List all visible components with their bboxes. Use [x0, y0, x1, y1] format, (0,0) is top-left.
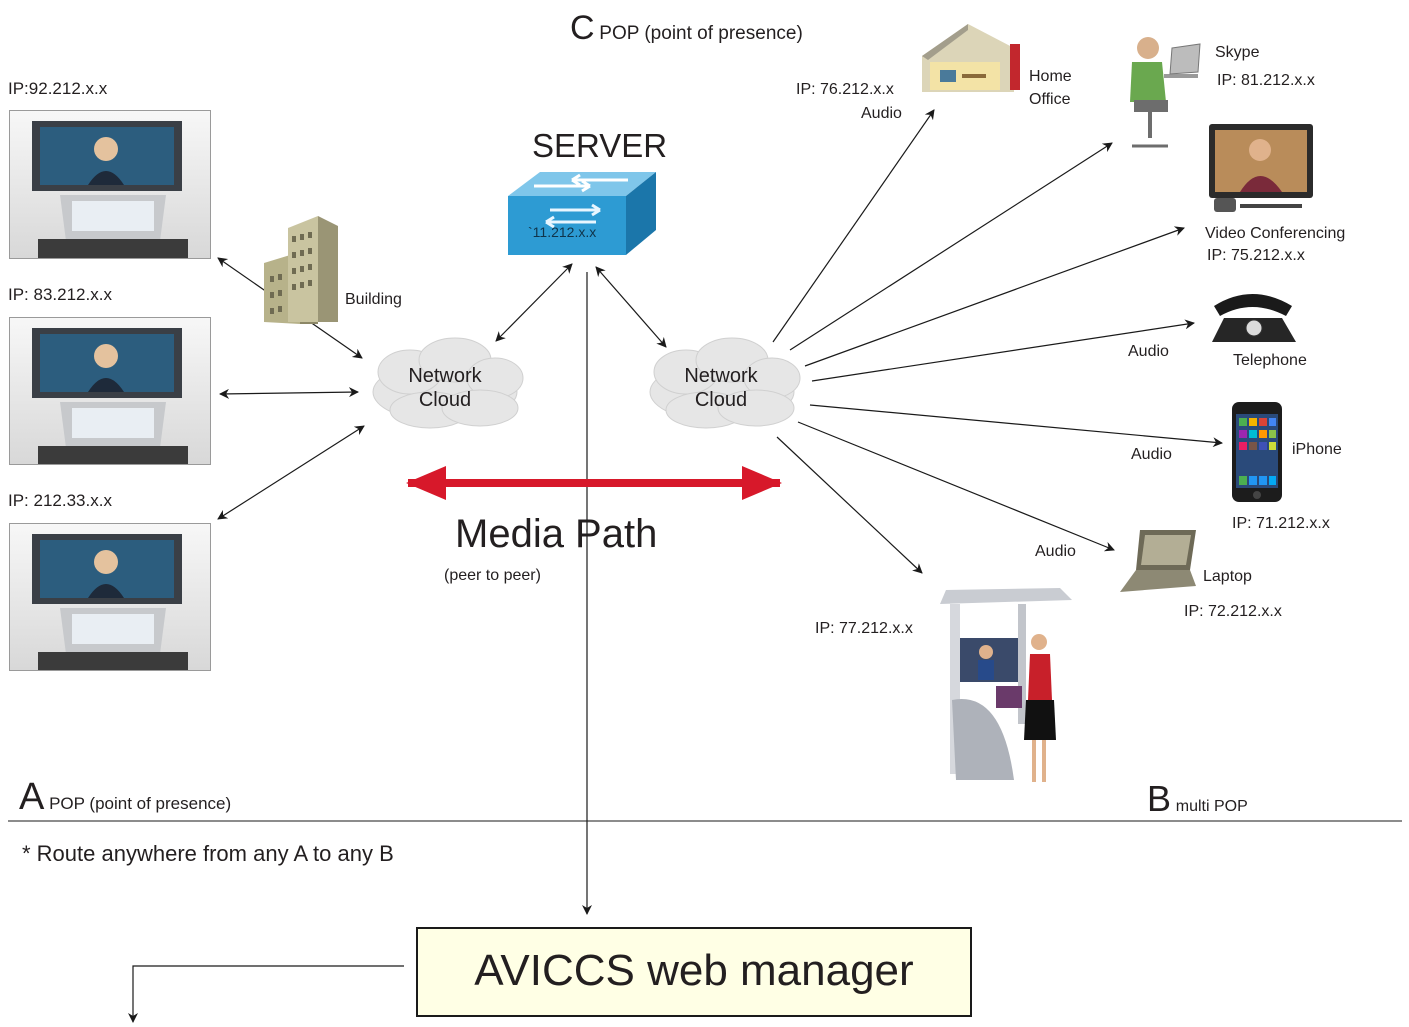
route-note: * Route anywhere from any A to any B	[22, 841, 394, 866]
home-office-audio: Audio	[861, 105, 902, 122]
section-a-label: A POP (point of presence)	[19, 775, 231, 821]
right-cloud-label: Network Cloud	[661, 364, 781, 412]
link-left2-cloud	[219, 387, 359, 399]
home-office-label: Home Office	[1029, 67, 1072, 109]
right-cloud-shape	[649, 337, 801, 429]
iphone-ip: IP: 71.212.x.x	[1232, 515, 1330, 532]
kiosk-icon	[940, 588, 1072, 782]
kiosk-ip: IP: 77.212.x.x	[815, 620, 913, 637]
endpoint-thumbnail-1	[9, 110, 211, 259]
section-b-text: multi POP	[1175, 798, 1248, 815]
endpoint-thumbnail-2	[9, 317, 211, 465]
section-a-letter: A	[19, 776, 45, 818]
link-to-skype	[789, 142, 1113, 351]
section-a-text: POP (point of presence)	[49, 794, 232, 813]
header-pop-text: POP (point of presence)	[599, 23, 803, 44]
telephone-audio: Audio	[1128, 343, 1169, 360]
link-left3-cloud	[217, 425, 365, 520]
video-conf-label: Video Conferencing	[1205, 225, 1346, 242]
iphone-audio: Audio	[1131, 446, 1172, 463]
home-office-icon	[922, 24, 1020, 92]
link-to-home-office	[772, 109, 935, 343]
link-to-video-conf	[804, 226, 1185, 367]
left-endpoint-2-ip: IP: 83.212.x.x	[8, 285, 112, 304]
home-office-label-line-1: Home	[1029, 68, 1072, 85]
link-to-iphone	[809, 404, 1223, 448]
iphone-label: iPhone	[1292, 441, 1342, 458]
media-path-subtitle: (peer to peer)	[444, 567, 541, 584]
telephone-icon	[1212, 294, 1296, 342]
link-to-laptop	[797, 421, 1115, 552]
laptop-ip: IP: 72.212.x.x	[1184, 603, 1282, 620]
laptop-audio: Audio	[1035, 543, 1076, 560]
header-pop-letter: C	[570, 9, 595, 47]
video-conf-ip: IP: 75.212.x.x	[1207, 247, 1305, 264]
media-path-title: Media Path	[455, 512, 658, 556]
server-ip: `11.212.x.x	[528, 224, 597, 240]
telephone-label: Telephone	[1233, 352, 1307, 369]
iphone-icon	[1232, 402, 1282, 502]
building-icon	[264, 216, 338, 324]
home-office-label-line-2: Office	[1029, 91, 1071, 109]
server-icon	[508, 172, 656, 255]
left-endpoint-3-ip: IP: 212.33.x.x	[8, 491, 112, 510]
right-cloud-line-2: Cloud	[694, 389, 748, 411]
aviccs-web-manager-box: AVICCS web manager	[416, 927, 972, 1017]
left-cloud-label: Network Cloud	[385, 364, 505, 412]
laptop-icon	[1120, 530, 1196, 592]
left-endpoint-1-ip: IP:92.212.x.x	[8, 79, 108, 98]
header-pop-label: C POP (point of presence)	[570, 8, 803, 49]
video-conferencing-icon	[1209, 124, 1313, 212]
link-leftcloud-server	[495, 263, 573, 342]
manager-outlink	[128, 965, 404, 1023]
home-office-ip: IP: 76.212.x.x	[796, 81, 894, 98]
skype-label: Skype	[1215, 44, 1260, 61]
right-cloud-line-1: Network	[684, 365, 758, 387]
link-server-rightcloud	[595, 266, 667, 348]
left-cloud-line-2: Cloud	[418, 389, 472, 411]
section-b-label: B multi POP	[1147, 777, 1248, 820]
endpoint-thumbnail-3	[9, 523, 211, 671]
laptop-label: Laptop	[1203, 568, 1252, 585]
left-cloud-shape	[372, 337, 524, 429]
skype-ip: IP: 81.212.x.x	[1217, 72, 1315, 89]
left-cloud-line-1: Network	[408, 365, 482, 387]
section-b-letter: B	[1147, 778, 1172, 819]
building-label: Building	[345, 291, 402, 308]
skype-person-icon	[1130, 37, 1201, 148]
link-to-kiosk	[776, 436, 923, 574]
server-title: SERVER	[532, 127, 668, 164]
link-to-telephone	[811, 319, 1195, 382]
